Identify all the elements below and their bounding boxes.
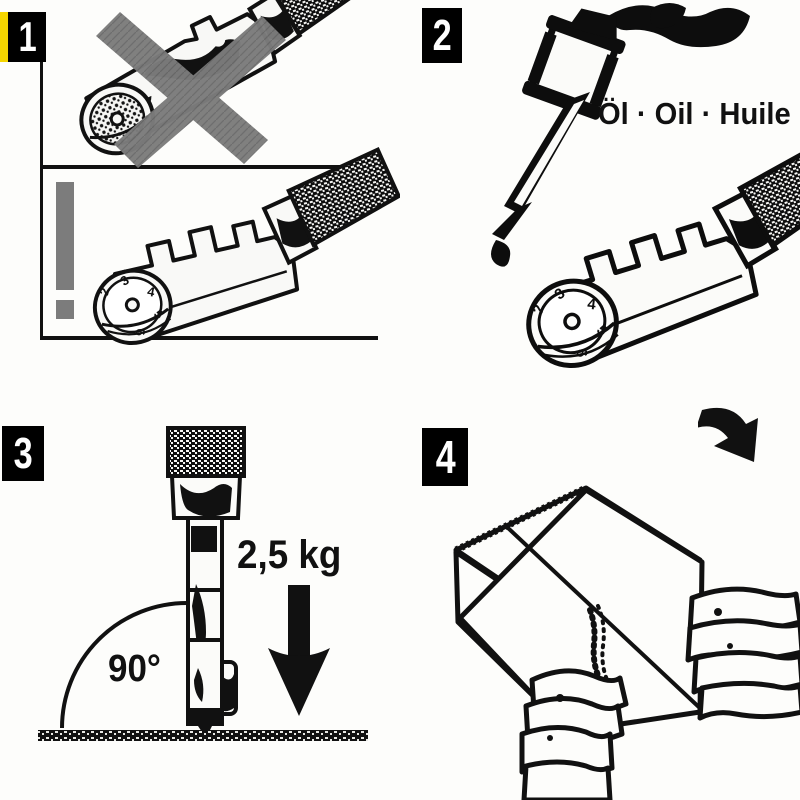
panel-1-bottom-rule (40, 336, 378, 340)
oil-can-group (491, 3, 750, 267)
panel-2-artwork: 2 3 4 5 6 (491, 3, 800, 369)
svg-text:4: 4 (586, 296, 597, 314)
panel-1-left-rule (40, 165, 43, 339)
clean-tool-group: 2 3 4 5 6 (92, 147, 400, 345)
cross-out-x (96, 12, 286, 168)
svg-text:4: 4 (146, 284, 157, 300)
oil-callout-text: Öl · Oil · Huile (598, 96, 791, 131)
bend-arrow-right-shape (696, 404, 762, 466)
panel-4-artwork (453, 484, 800, 800)
panel-1-artwork: 2 3 4 5 6 (79, 0, 400, 345)
step-number-2: 2 (432, 10, 452, 60)
weight-callout-text: 2,5 kg (237, 533, 342, 577)
bent-sheet-group (453, 484, 705, 735)
dirty-tool-group (79, 0, 379, 168)
angle-callout-text: 90° (108, 648, 161, 690)
warning-exclamation-dot (56, 300, 74, 319)
panel-1-vertical-rule (40, 60, 43, 170)
angle-arc (60, 601, 188, 729)
step-number-badge-3: 3 (2, 426, 44, 481)
right-hand (685, 586, 800, 721)
panel-step-3: 3 (0, 400, 400, 800)
ground-line (38, 730, 368, 741)
step-number-badge-4: 4 (422, 428, 468, 486)
tool-handle (166, 426, 246, 478)
vertical-tool-group (166, 426, 246, 738)
step-number-badge-2: 2 (422, 8, 462, 63)
panel-3-artwork (38, 426, 368, 741)
panel-step-1: 1 (0, 0, 400, 400)
warning-exclamation-bar (56, 182, 74, 290)
tool-group-2: 2 3 4 5 6 (526, 138, 800, 369)
svg-text:6: 6 (572, 348, 590, 358)
force-arrow-down (268, 585, 330, 716)
panel-1-divider-rule (40, 165, 378, 169)
svg-text:6: 6 (133, 328, 148, 336)
svg-text:2: 2 (530, 303, 548, 314)
step-number-4: 4 (435, 431, 455, 483)
step-number-3: 3 (13, 428, 33, 478)
step-number-1: 1 (18, 13, 36, 60)
panel-step-4: 4 (400, 400, 800, 800)
left-hand (519, 668, 629, 800)
panel-step-2: 2 Öl · Oil · Huile (400, 0, 800, 400)
step-number-badge-1: 1 (8, 12, 46, 62)
svg-text:2: 2 (96, 286, 112, 297)
